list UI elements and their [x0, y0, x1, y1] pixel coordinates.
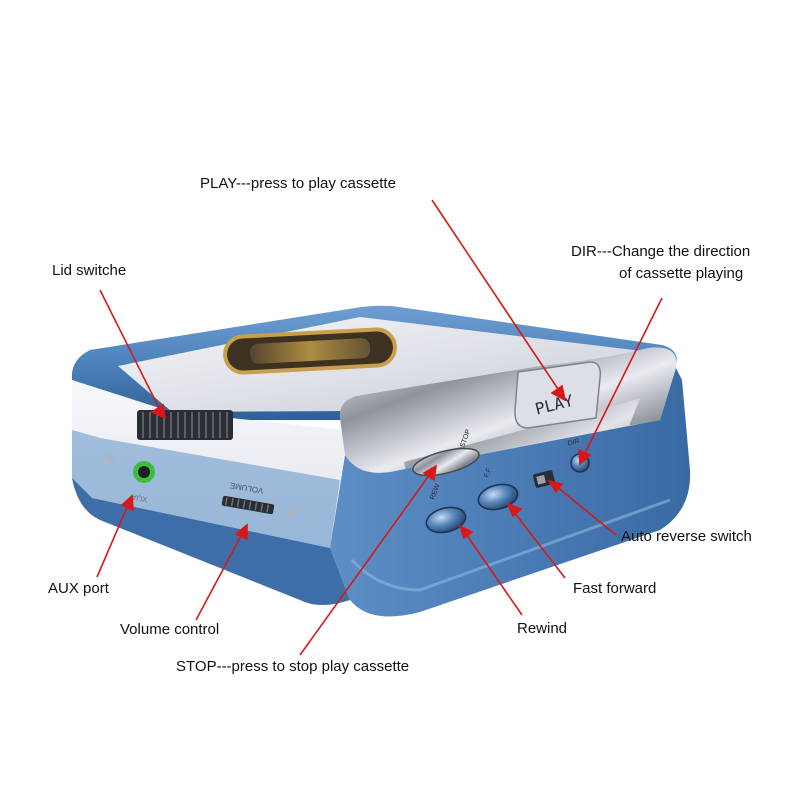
aux-jack-icon [133, 461, 155, 483]
lid-switch-icon [137, 410, 233, 440]
leader-lines [96, 199, 663, 656]
leader-dir [583, 297, 663, 456]
leader-lid [99, 289, 161, 411]
ff-panel-label: F.F [483, 467, 493, 479]
screw-left [106, 454, 114, 462]
callout-stop: STOP---press to stop play cassette [176, 658, 410, 675]
arrowhead-stop [422, 464, 438, 482]
leader-volume [195, 533, 243, 621]
play-key: PLAY [514, 361, 602, 429]
leader-aux [96, 504, 129, 578]
volume-wheel-icon [221, 495, 275, 515]
auto-reverse-switch-icon [533, 470, 555, 488]
arrowhead-rewind [458, 524, 474, 540]
callout-dir-line1: DIR---Change the direction [571, 243, 751, 260]
arrowhead-volume [234, 523, 248, 541]
arrowhead-aux [120, 494, 134, 512]
arrowhead-dir [578, 448, 592, 466]
arrowhead-fast-forward [506, 502, 523, 518]
callout-aux: AUX port [48, 580, 109, 597]
screw-right [288, 508, 296, 516]
side-highlight [350, 498, 671, 592]
callout-rewind: Rewind [517, 620, 568, 637]
arrowhead-lid [150, 403, 167, 420]
aux-panel-label: XUA [130, 492, 148, 504]
callout-lid: Lid switche [52, 262, 127, 279]
leader-fast-forward [513, 511, 566, 579]
front-lower-band [72, 430, 340, 548]
callout-dir-line2: of cassette playing [619, 265, 744, 282]
arrowhead-auto-reverse [547, 479, 564, 494]
dir-panel-label: DIR [567, 438, 580, 448]
tape-window-glass [249, 338, 371, 364]
callout-fast-forward: Fast forward [573, 580, 657, 597]
leader-auto-reverse [555, 485, 617, 536]
callout-auto-reverse: Auto reverse switch [621, 528, 752, 545]
leader-stop [299, 473, 431, 656]
callout-play: PLAY---press to play cassette [200, 175, 396, 192]
callout-volume: Volume control [120, 621, 220, 638]
bottom-edge [72, 478, 350, 605]
leader-rewind [465, 533, 523, 616]
arrowhead-play [550, 384, 567, 402]
leader-play [431, 199, 561, 393]
device-body: XUA VOLUME PLAY STOP [71, 305, 691, 617]
